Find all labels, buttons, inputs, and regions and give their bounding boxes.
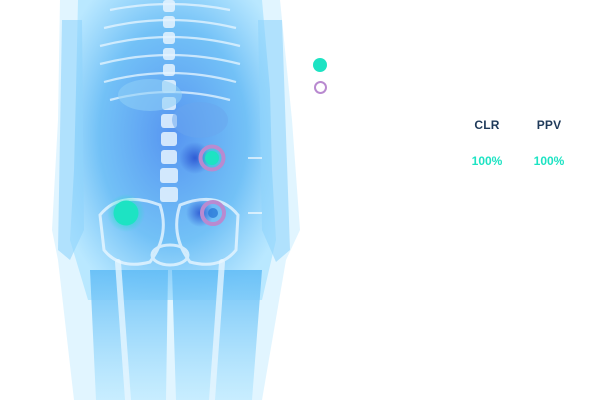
metric-ppv-value: 100% [533, 154, 565, 168]
body-anatomy-illustration [52, 0, 300, 400]
legend-filled-circle-icon [313, 58, 327, 72]
legend-ring-circle-icon [314, 81, 327, 94]
marker-right-pelvis[interactable] [107, 194, 145, 232]
metric-ppv: PPV 100% [519, 118, 579, 168]
metric-clr: CLR 100% [457, 118, 517, 168]
metric-clr-value: 100% [471, 154, 503, 168]
marker-left-pelvis[interactable] [200, 200, 226, 226]
metric-ppv-label: PPV [536, 118, 562, 132]
metric-clr-label: CLR [474, 118, 500, 132]
marker-left-abdomen[interactable] [197, 143, 227, 173]
